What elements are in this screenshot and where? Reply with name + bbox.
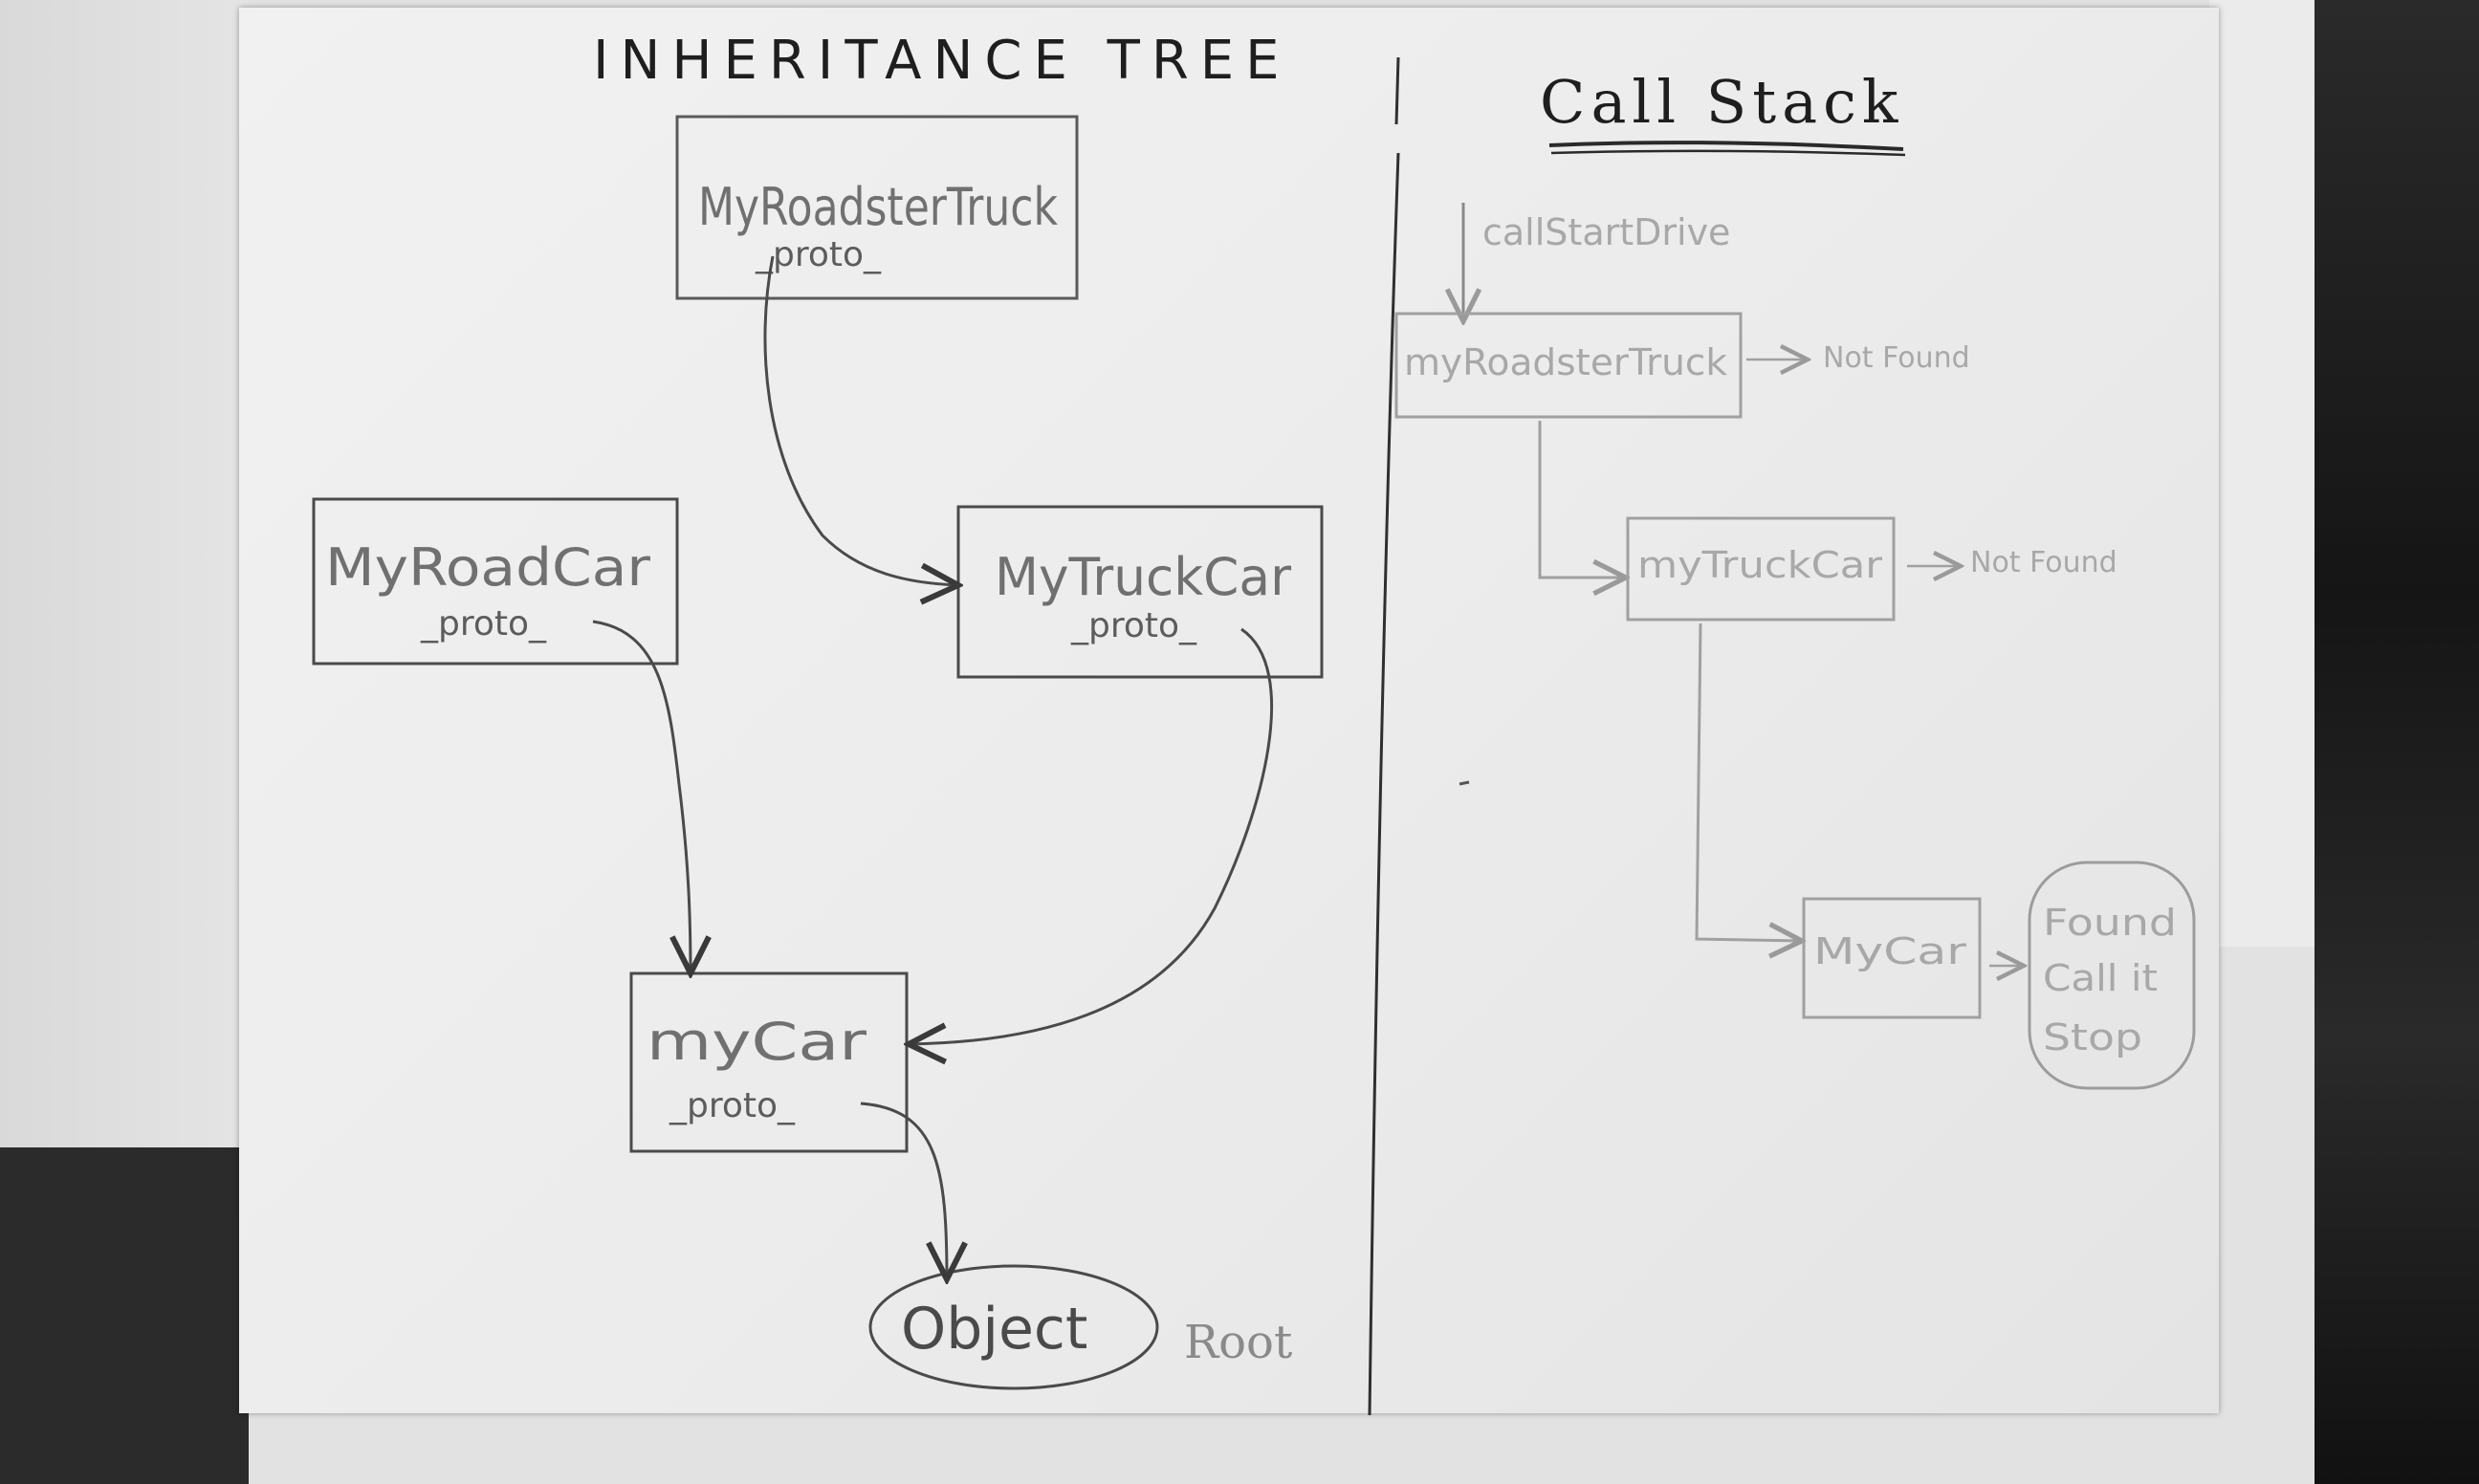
stack-frame-1-box [1394,312,1743,419]
node-object-label: Object [901,1296,1087,1363]
stack-frame-1-label: myRoadsterTruck [1404,341,1727,383]
call-stack-title-underline-2 [1550,149,1906,157]
found-note-line-3: Stop [2043,1016,2142,1058]
stack-frame-2-result: Not Found [1970,546,2117,579]
inheritance-tree-title: INHERITANCE TREE [593,30,1291,92]
node-roadstertruck-proto: _proto_ [755,235,882,274]
stack-frame-2-box [1626,516,1896,622]
stack-frame-3-box [1802,897,1982,1019]
node-mycar-label: myCar [647,1012,867,1072]
divider-line [1368,152,1400,1416]
root-label: Root [1184,1316,1292,1369]
divider-top-tick [1394,56,1400,125]
node-mycar-proto: _proto_ [669,1086,796,1125]
desk-background-bottom-left [0,1147,277,1484]
call-stack-title: Call Stack [1540,67,1903,137]
edge-roadstertruck-to-truckcar [763,255,958,585]
node-truckcar-label: MyTruckCar [995,547,1292,607]
stack-connector-2-3 [1695,622,1802,941]
found-note-line-1: Found [2043,902,2177,944]
node-roadcar-proto: _proto_ [420,604,547,644]
edge-truckcar-to-mycar [909,627,1274,1044]
node-roadcar-label: MyRoadCar [325,537,651,598]
stack-frame-1-result: Not Found [1823,341,1970,375]
paper-sheet [239,8,2219,1413]
call-stack-title-underline [1548,141,1904,151]
node-roadcar-box [312,497,679,666]
node-roadstertruck-label: MyRoadsterTruck [698,177,1059,237]
pencil-dot [1459,780,1470,786]
found-note-box [2028,861,2196,1090]
stack-frame-3-label: MyCar [1813,930,1966,972]
stack-frame-2-label: myTruckCar [1637,544,1882,586]
node-truckcar-proto: _proto_ [1070,606,1197,645]
call-start-label: callStartDrive [1482,211,1730,253]
paper-right-flap [2209,0,2314,947]
edge-mycar-to-object [860,1102,947,1279]
node-roadstertruck-box [675,115,1079,300]
stack-connector-1-2 [1538,421,1626,578]
edge-roadcar-to-mycar [592,620,691,973]
found-note-line-2: Call it [2043,957,2158,999]
desk-background-left [0,0,277,1147]
node-object-ellipse [868,1264,1159,1390]
